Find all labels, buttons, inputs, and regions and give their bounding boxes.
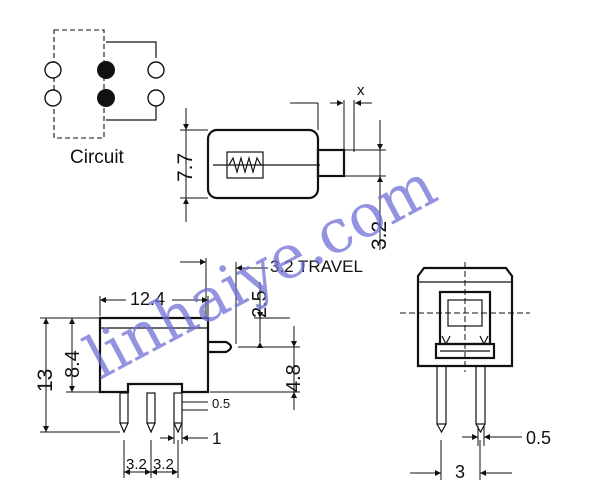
front-pin bbox=[119, 392, 129, 424]
arrow-head bbox=[183, 198, 189, 204]
arrow-head bbox=[480, 470, 486, 476]
circuit-terminal bbox=[44, 61, 62, 79]
front-pin bbox=[173, 392, 183, 424]
front-pin-tip bbox=[173, 422, 183, 434]
arrow-head bbox=[377, 144, 383, 150]
label-mask bbox=[126, 290, 172, 308]
arrow-head bbox=[435, 470, 441, 476]
pitch-right-label: 3.2 bbox=[153, 456, 174, 473]
side-pin bbox=[475, 365, 486, 425]
top-view-spring-window bbox=[226, 151, 264, 179]
side-pin-spacing-label: 3 bbox=[455, 462, 465, 482]
circuit-common-terminal bbox=[97, 89, 115, 107]
arrow-head bbox=[484, 434, 490, 440]
arrow-head bbox=[236, 265, 242, 271]
front-pin bbox=[146, 392, 156, 424]
arrow-head bbox=[43, 426, 49, 432]
arrow-head bbox=[145, 469, 151, 475]
arrow-head bbox=[257, 312, 263, 318]
body-height-label: 8.4 bbox=[62, 350, 84, 378]
arrow-head bbox=[69, 386, 75, 392]
actuator-height-label: 2.5 bbox=[249, 290, 271, 318]
arrow-head bbox=[172, 469, 178, 475]
top-view-actuator bbox=[316, 148, 346, 178]
spring-icon bbox=[441, 335, 489, 346]
circuit-terminal bbox=[147, 61, 165, 79]
pin-width-label: 1 bbox=[212, 429, 221, 448]
circuit-label: Circuit bbox=[70, 147, 125, 168]
circuit-terminal bbox=[44, 89, 62, 107]
spring-icon bbox=[228, 155, 262, 175]
height-label: 7.7 bbox=[174, 153, 197, 182]
watermark: linhaiye.com bbox=[74, 150, 447, 393]
side-pin bbox=[436, 365, 447, 425]
front-pin-tip bbox=[119, 422, 129, 434]
arrow-head bbox=[183, 124, 189, 130]
arrow-head bbox=[151, 469, 157, 475]
side-pin-thickness-label: 0.5 bbox=[526, 428, 551, 448]
arrow-head bbox=[291, 392, 297, 398]
arrow-head bbox=[124, 469, 130, 475]
circuit-diagram: Circuit bbox=[44, 29, 165, 168]
arrow-head bbox=[100, 297, 106, 303]
arrow-head bbox=[377, 176, 383, 182]
side-pin-tip bbox=[436, 423, 447, 434]
top-view: x 7.7 3.2 bbox=[174, 82, 391, 250]
actuator-offset-label: 4.8 bbox=[283, 364, 305, 392]
arrow-head bbox=[200, 259, 206, 265]
front-pin-tip bbox=[146, 422, 156, 434]
pin-thickness-label: 0.5 bbox=[212, 396, 230, 411]
circuit-common-terminal bbox=[97, 61, 115, 79]
arrow-head bbox=[168, 435, 174, 441]
circuit-bottom-link bbox=[106, 104, 157, 121]
front-view: 12.4 13 8.4 3.2 TRAVEL 2.5 4.8 0.5 bbox=[34, 257, 363, 478]
arrow-head bbox=[182, 435, 188, 441]
x-label: x bbox=[357, 82, 365, 99]
pitch-left-label: 3.2 bbox=[126, 456, 147, 473]
arrow-head bbox=[472, 434, 478, 440]
offset-label: 3.2 bbox=[368, 221, 391, 250]
width-label: 12.4 bbox=[130, 289, 165, 309]
arrow-head bbox=[337, 100, 343, 106]
arrow-head bbox=[202, 297, 208, 303]
side-view-body bbox=[416, 266, 514, 368]
arrow-head bbox=[291, 341, 297, 347]
arrow-head bbox=[69, 318, 75, 324]
front-view-actuator bbox=[208, 340, 233, 354]
travel-label: 3.2 TRAVEL bbox=[270, 257, 363, 276]
height-label: 13 bbox=[34, 369, 57, 392]
side-view: 0.5 3 bbox=[400, 262, 551, 482]
arrow-head bbox=[355, 100, 361, 106]
circuit-terminal bbox=[147, 89, 165, 107]
circuit-top-link bbox=[106, 41, 157, 58]
circuit-dashed-link bbox=[53, 29, 105, 139]
arrow-head bbox=[43, 318, 49, 324]
